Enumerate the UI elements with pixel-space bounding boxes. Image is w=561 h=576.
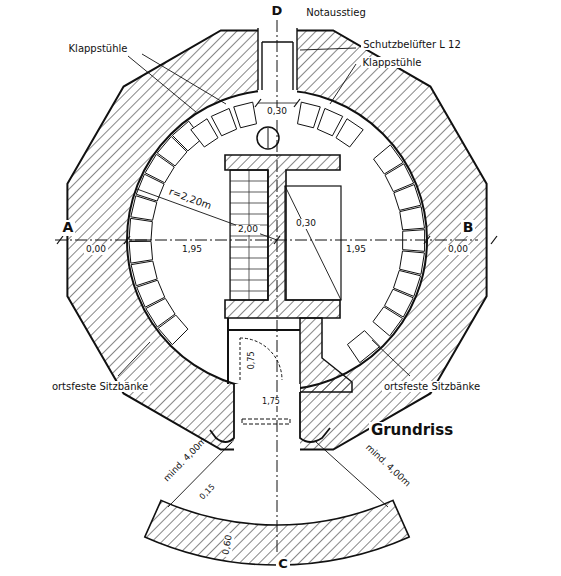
plan-label: B xyxy=(461,220,476,235)
side-room xyxy=(285,186,341,300)
fixed-bench xyxy=(400,251,425,274)
side-room-diagonal xyxy=(285,186,341,300)
dimension-tick xyxy=(491,236,497,244)
ventilator-symbol xyxy=(268,128,269,148)
plan-label: 1,75 xyxy=(260,398,282,407)
plan-label: 0,30 xyxy=(265,107,289,117)
distance-leader xyxy=(168,442,388,507)
dimension-tick xyxy=(424,236,430,244)
plan-label: 2,00 xyxy=(236,225,260,235)
seat-block xyxy=(230,170,268,300)
plan-label: 1,95 xyxy=(344,245,368,255)
plan-label: 0,75 xyxy=(248,349,257,371)
plan-label: A xyxy=(61,220,76,235)
dimension-tick xyxy=(274,236,280,244)
detail-group xyxy=(55,20,497,565)
folding-chair xyxy=(234,102,257,128)
drawing-title: Grundriss xyxy=(369,422,455,439)
leader-line xyxy=(118,48,410,376)
plan-label: 1,95 xyxy=(180,245,204,255)
folding-chair xyxy=(191,119,218,147)
plan-label: mind. 4,00m xyxy=(161,435,211,486)
folding-chair xyxy=(317,108,342,135)
fixed-bench xyxy=(373,307,403,336)
door-swing xyxy=(240,338,282,380)
dimension-tick xyxy=(124,236,130,244)
folding-chair xyxy=(297,102,320,128)
plan-label: ortsfeste Sitzbänke xyxy=(50,381,150,392)
entrance-outline xyxy=(210,384,330,442)
dimension-line xyxy=(258,103,297,104)
antechamber-wall xyxy=(300,318,352,392)
plan-label: mind. 4,00m xyxy=(362,441,414,490)
fixed-bench xyxy=(129,218,152,240)
plan-label: 0,00 xyxy=(446,245,470,255)
plan-label: Klappstühle xyxy=(361,57,424,68)
entrance-door xyxy=(242,419,290,424)
plan-label: Notausstieg xyxy=(304,7,368,18)
plan-label: r=2,20m xyxy=(165,185,214,212)
fixed-bench xyxy=(347,331,379,363)
folding-chair xyxy=(336,119,363,147)
plan-label: 0,00 xyxy=(84,245,108,255)
blast-wall xyxy=(145,500,409,565)
plan-label: Klappstühle xyxy=(67,43,130,54)
folding-chair xyxy=(211,108,236,135)
plan-label: ortsfeste Sitzbänke xyxy=(382,381,482,392)
fixed-bench xyxy=(131,261,157,286)
antechamber-partition xyxy=(228,318,300,384)
section-axis xyxy=(55,240,478,241)
plan-label: 0,15 xyxy=(197,481,218,503)
central-wall xyxy=(225,155,340,318)
fixed-bench xyxy=(394,185,421,211)
ventilator-symbol xyxy=(257,127,279,149)
fixed-bench xyxy=(129,241,153,263)
plan-label: 0,30 xyxy=(294,219,318,229)
dimension-tick xyxy=(57,236,63,244)
plan-label: Schutzbelüfter L 12 xyxy=(361,39,463,50)
fixed-bench xyxy=(403,230,425,252)
fixed-bench xyxy=(400,207,425,230)
entrance-corridor xyxy=(234,384,300,456)
plan-label: C xyxy=(276,557,290,571)
plan-label: D xyxy=(270,4,285,18)
section-axis xyxy=(277,20,278,553)
